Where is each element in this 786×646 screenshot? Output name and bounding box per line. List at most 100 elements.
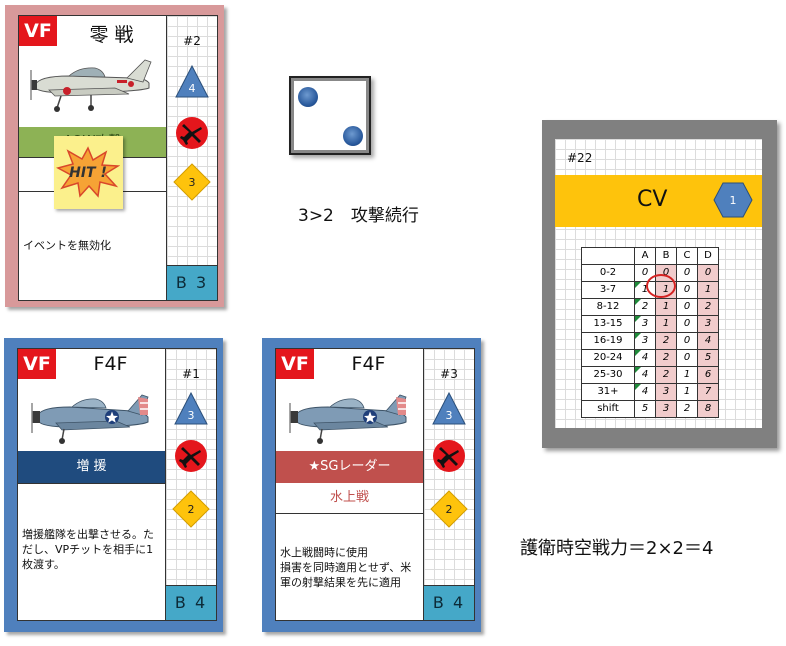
highlight-circle (646, 274, 676, 298)
column-header: C (676, 247, 698, 265)
row-range: 13-15 (581, 315, 635, 333)
attack-value: 3 (446, 409, 453, 422)
fighter-silhouette-icon (175, 440, 207, 472)
table-cell: 4 (634, 349, 656, 367)
card-main-column: VF 零 戦 AOW攻撃 イベントを無効化 (19, 16, 167, 300)
attack-triangle-icon: 3 (174, 391, 208, 425)
row-range: 8-12 (581, 298, 635, 316)
table-cell: 2 (655, 332, 677, 350)
table-cell: 1 (697, 281, 719, 299)
vf-badge: VF (276, 349, 314, 379)
hex-value-icon: 1 (713, 182, 753, 218)
table-cell: 0 (676, 281, 698, 299)
table-cell: 0 (676, 349, 698, 367)
table-cell: 1 (655, 315, 677, 333)
card-side-column: #2 4 3 B 3 (167, 16, 217, 300)
dogfight-value: 2 (188, 503, 195, 516)
table-cell: 6 (697, 366, 719, 384)
zero-fighter-card[interactable]: VF 零 戦 AOW攻撃 イベントを無効化 (5, 5, 224, 307)
vf-badge: VF (18, 349, 56, 379)
card-main-column: VF F4F ★SGレーダー 水上戦 水上戦闘時に使用 損害を同時適用とせず、米… (276, 349, 424, 620)
card-face: VF 零 戦 AOW攻撃 イベントを無効化 (18, 15, 218, 301)
row-range: 3-7 (581, 281, 635, 299)
card-name: F4F (351, 353, 386, 375)
card-main-column: VF F4F 増 援 増援艦隊を出撃させる。ただし、VPチットを相手に1枚渡す。 (18, 349, 166, 620)
fighter-silhouette-icon (176, 117, 208, 149)
column-header: A (634, 247, 656, 265)
card-effect-text: 水上戦闘時に使用 損害を同時適用とせず、米軍の射撃結果を先に適用 (280, 546, 412, 589)
column-header: D (697, 247, 719, 265)
f4f-plane-icon (289, 394, 407, 444)
table-cell: 0 (676, 264, 698, 282)
card-name: F4F (93, 353, 128, 375)
table-cell: 1 (655, 298, 677, 316)
table-cell: 0 (676, 315, 698, 333)
row-range: shift (581, 400, 635, 418)
table-cell: 2 (655, 366, 677, 384)
row-range: 16-19 (581, 332, 635, 350)
attack-triangle-icon: 4 (175, 64, 209, 98)
mission-sub-label: 水上戦 (276, 483, 423, 514)
dogfight-value: 2 (446, 503, 453, 516)
table-cell: 3 (634, 315, 656, 333)
card-name: 零 戦 (89, 24, 134, 46)
table-cell: 2 (697, 298, 719, 316)
cv-name-band: CV 1 (555, 175, 762, 227)
die-face-two[interactable] (289, 76, 371, 155)
column-header: B (655, 247, 677, 265)
row-range: 31+ (581, 383, 635, 401)
cv-card-number: #22 (567, 151, 593, 165)
card-side-column: #1 3 2 B 4 (166, 349, 216, 620)
row-range: 20-24 (581, 349, 635, 367)
table-cell: 2 (634, 298, 656, 316)
rank-badge: B 4 (166, 585, 216, 620)
card-effect-text: イベントを無効化 (23, 239, 111, 252)
attack-value: 3 (188, 409, 195, 422)
row-range: 25-30 (581, 366, 635, 384)
hit-sticky-note[interactable]: HIT ! (54, 136, 123, 209)
table-cell: 3 (655, 400, 677, 418)
card-number: #3 (440, 367, 458, 381)
row-range: 0-2 (581, 264, 635, 282)
card-number: #1 (182, 367, 200, 381)
f4f-fighter-card-3[interactable]: VF F4F ★SGレーダー 水上戦 水上戦闘時に使用 損害を同時適用とせず、米… (262, 338, 481, 632)
table-cell: 1 (676, 366, 698, 384)
fighter-silhouette-icon (433, 440, 465, 472)
table-cell: 5 (634, 400, 656, 418)
card-side-column: #3 3 2 B 4 (424, 349, 474, 620)
table-cell: 1 (676, 383, 698, 401)
f4f-fighter-card-1[interactable]: VF F4F 増 援 増援艦隊を出撃させる。ただし、VPチットを相手に1枚渡す。 (4, 338, 223, 632)
table-cell: 8 (697, 400, 719, 418)
f4f-plane-icon (31, 394, 149, 444)
table-cell: 7 (697, 383, 719, 401)
attack-triangle-icon: 3 (432, 391, 466, 425)
mission-band: ★SGレーダー (276, 451, 423, 483)
dogfight-diamond-icon: 3 (173, 163, 211, 201)
card-face: VF F4F ★SGレーダー 水上戦 水上戦闘時に使用 損害を同時適用とせず、米… (275, 348, 475, 621)
table-cell: 4 (634, 383, 656, 401)
die-pip (343, 126, 363, 146)
card-number: #2 (183, 34, 201, 48)
dogfight-diamond-icon: 2 (430, 490, 468, 528)
hit-burst-icon: HIT ! (56, 146, 120, 198)
dogfight-value: 3 (189, 176, 196, 189)
vf-badge: VF (19, 16, 57, 46)
card-face: VF F4F 増 援 増援艦隊を出撃させる。ただし、VPチットを相手に1枚渡す。 (17, 348, 217, 621)
table-cell: 3 (697, 315, 719, 333)
table-cell: 0 (676, 298, 698, 316)
table-cell: 5 (697, 349, 719, 367)
hex-value: 1 (730, 194, 737, 207)
zero-plane-icon (30, 59, 152, 112)
table-cell: 0 (697, 264, 719, 282)
table-cell: 3 (655, 383, 677, 401)
